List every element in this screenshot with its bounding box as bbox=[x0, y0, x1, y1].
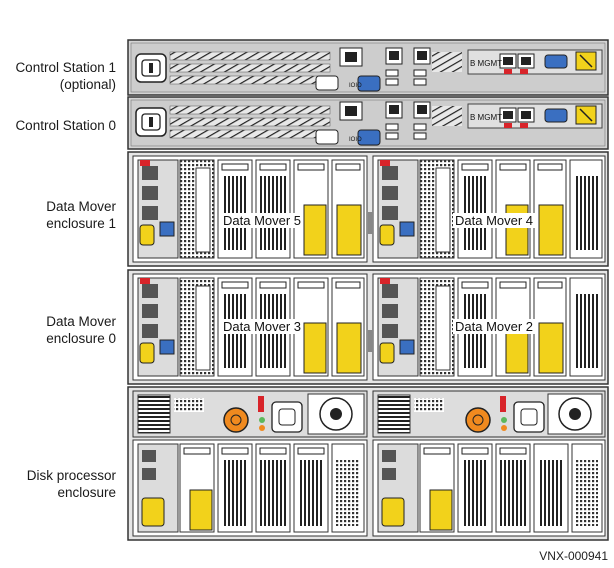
control-station-1 bbox=[127, 39, 609, 96]
data-mover-enclosure-1 bbox=[127, 151, 609, 267]
cs0-ioio-text: IOIO bbox=[349, 137, 362, 143]
label-data-mover-enclosure-0: Data Mover enclosure 0 bbox=[46, 314, 116, 346]
power-inlet-icon bbox=[135, 107, 167, 137]
cs1-mgmt-text: B MGMT bbox=[470, 59, 502, 68]
data-mover-3-label: Data Mover 3 bbox=[221, 319, 304, 334]
data-mover-4-label: Data Mover 4 bbox=[453, 213, 536, 228]
label-disk-processor-enclosure: Disk processor enclosure bbox=[26, 468, 116, 500]
data-mover-enclosure-0 bbox=[127, 269, 609, 385]
figure-id: VNX-000941 bbox=[539, 549, 608, 563]
disk-processor-enclosure bbox=[127, 386, 609, 541]
control-station-0 bbox=[127, 96, 609, 150]
label-control-station-0: Control Station 0 bbox=[15, 118, 116, 133]
cs0-mgmt-text: B MGMT bbox=[470, 113, 502, 122]
data-mover-2-label: Data Mover 2 bbox=[453, 319, 536, 334]
label-control-station-1: Control Station 1 (optional) bbox=[15, 60, 116, 92]
data-mover-5-label: Data Mover 5 bbox=[221, 213, 304, 228]
cs1-ioio-text: IOIO bbox=[349, 83, 362, 89]
power-inlet-icon bbox=[135, 53, 167, 83]
label-data-mover-enclosure-1: Data Mover enclosure 1 bbox=[46, 199, 116, 231]
